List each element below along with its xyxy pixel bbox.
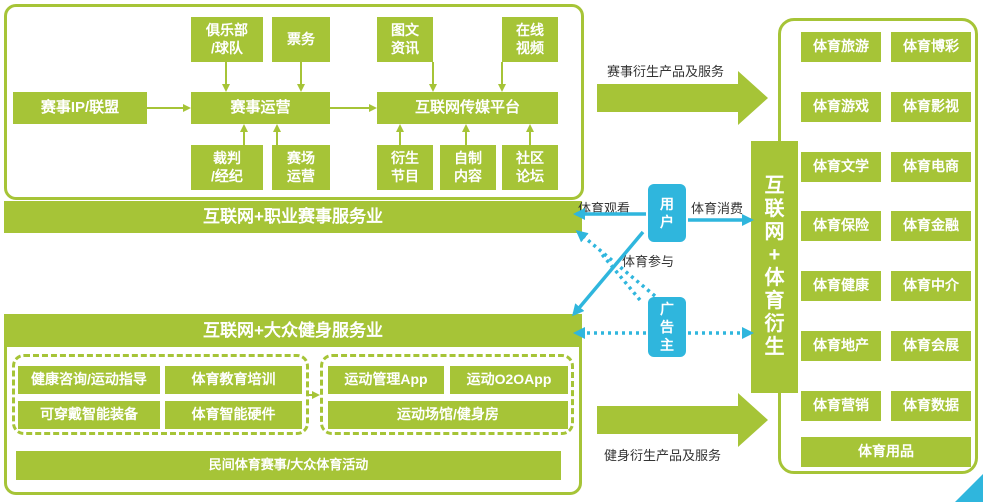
- health-box: 健康咨询/运动指导: [18, 366, 160, 394]
- referee-box: 裁判 /经纪: [191, 145, 263, 190]
- derivative-item: 体育保险: [801, 211, 881, 241]
- folk-event-box: 民间体育赛事/大众体育活动: [16, 451, 561, 480]
- derivative-item: 体育中介: [891, 271, 971, 301]
- derivative-item: 体育影视: [891, 92, 971, 122]
- program-box: 衍生 节目: [377, 145, 433, 190]
- derivative-item: 体育营销: [801, 391, 881, 421]
- user-participate-arrow: [572, 230, 645, 317]
- derivative-item: 体育博彩: [891, 32, 971, 62]
- derivative-item: 体育金融: [891, 211, 971, 241]
- fitness-band: 互联网+大众健身服务业: [4, 314, 582, 347]
- wearable-box: 可穿戴智能装备: [18, 401, 160, 429]
- ip-box: 赛事IP/联盟: [13, 92, 147, 124]
- advertiser-box: 广 告 主: [648, 297, 686, 357]
- derivative-item: 体育数据: [891, 391, 971, 421]
- derivative-item: 体育电商: [891, 152, 971, 182]
- hardware-box: 体育智能硬件: [165, 401, 302, 429]
- fitness-apps-group: [320, 354, 574, 435]
- content-box: 自制 内容: [440, 145, 496, 190]
- sporting-goods-box: 体育用品: [801, 437, 971, 467]
- advertiser-to-competition-arrow: [575, 230, 657, 298]
- forum-box: 社区 论坛: [502, 145, 558, 190]
- competition-band: 互联网+职业赛事服务业: [4, 201, 582, 233]
- derivative-item: 体育地产: [801, 331, 881, 361]
- video-box: 在线 视频: [502, 17, 558, 62]
- sport-venue-box: 运动场馆/健身房: [328, 401, 568, 429]
- consume-label: 体育消费: [691, 201, 744, 216]
- media-platform-box: 互联网传媒平台: [377, 92, 558, 124]
- derivatives-title: 互 联 网 + 体 育 衍 生: [751, 141, 798, 393]
- derivative-item: 体育文学: [801, 152, 881, 182]
- o2o-box: 运动O2OApp: [450, 366, 568, 394]
- derive-fitness-label: 健身衍生产品及服务: [604, 448, 722, 463]
- derivative-item: 体育旅游: [801, 32, 881, 62]
- corner-decoration: [955, 474, 983, 502]
- club-box: 俱乐部 /球队: [191, 17, 263, 62]
- operation-box: 赛事运营: [191, 92, 330, 124]
- derivative-item: 体育会展: [891, 331, 971, 361]
- competition-frame: [4, 4, 584, 200]
- derive-event-label: 赛事衍生产品及服务: [607, 64, 725, 79]
- derivative-item: 体育健康: [801, 271, 881, 301]
- event-derive-big-arrow: [597, 71, 768, 125]
- ticket-box: 票务: [272, 17, 330, 62]
- participate-label: 体育参与: [622, 254, 675, 269]
- app-box: 运动管理App: [328, 366, 444, 394]
- fitness-derive-big-arrow: [597, 393, 768, 447]
- user-box: 用 户: [648, 184, 686, 242]
- derivative-item: 体育游戏: [801, 92, 881, 122]
- venue-box: 赛场 运营: [272, 145, 330, 190]
- fitness-frame: [4, 347, 582, 495]
- news-box: 图文 资讯: [377, 17, 433, 62]
- education-box: 体育教育培训: [165, 366, 302, 394]
- fitness-services-group: [12, 354, 309, 435]
